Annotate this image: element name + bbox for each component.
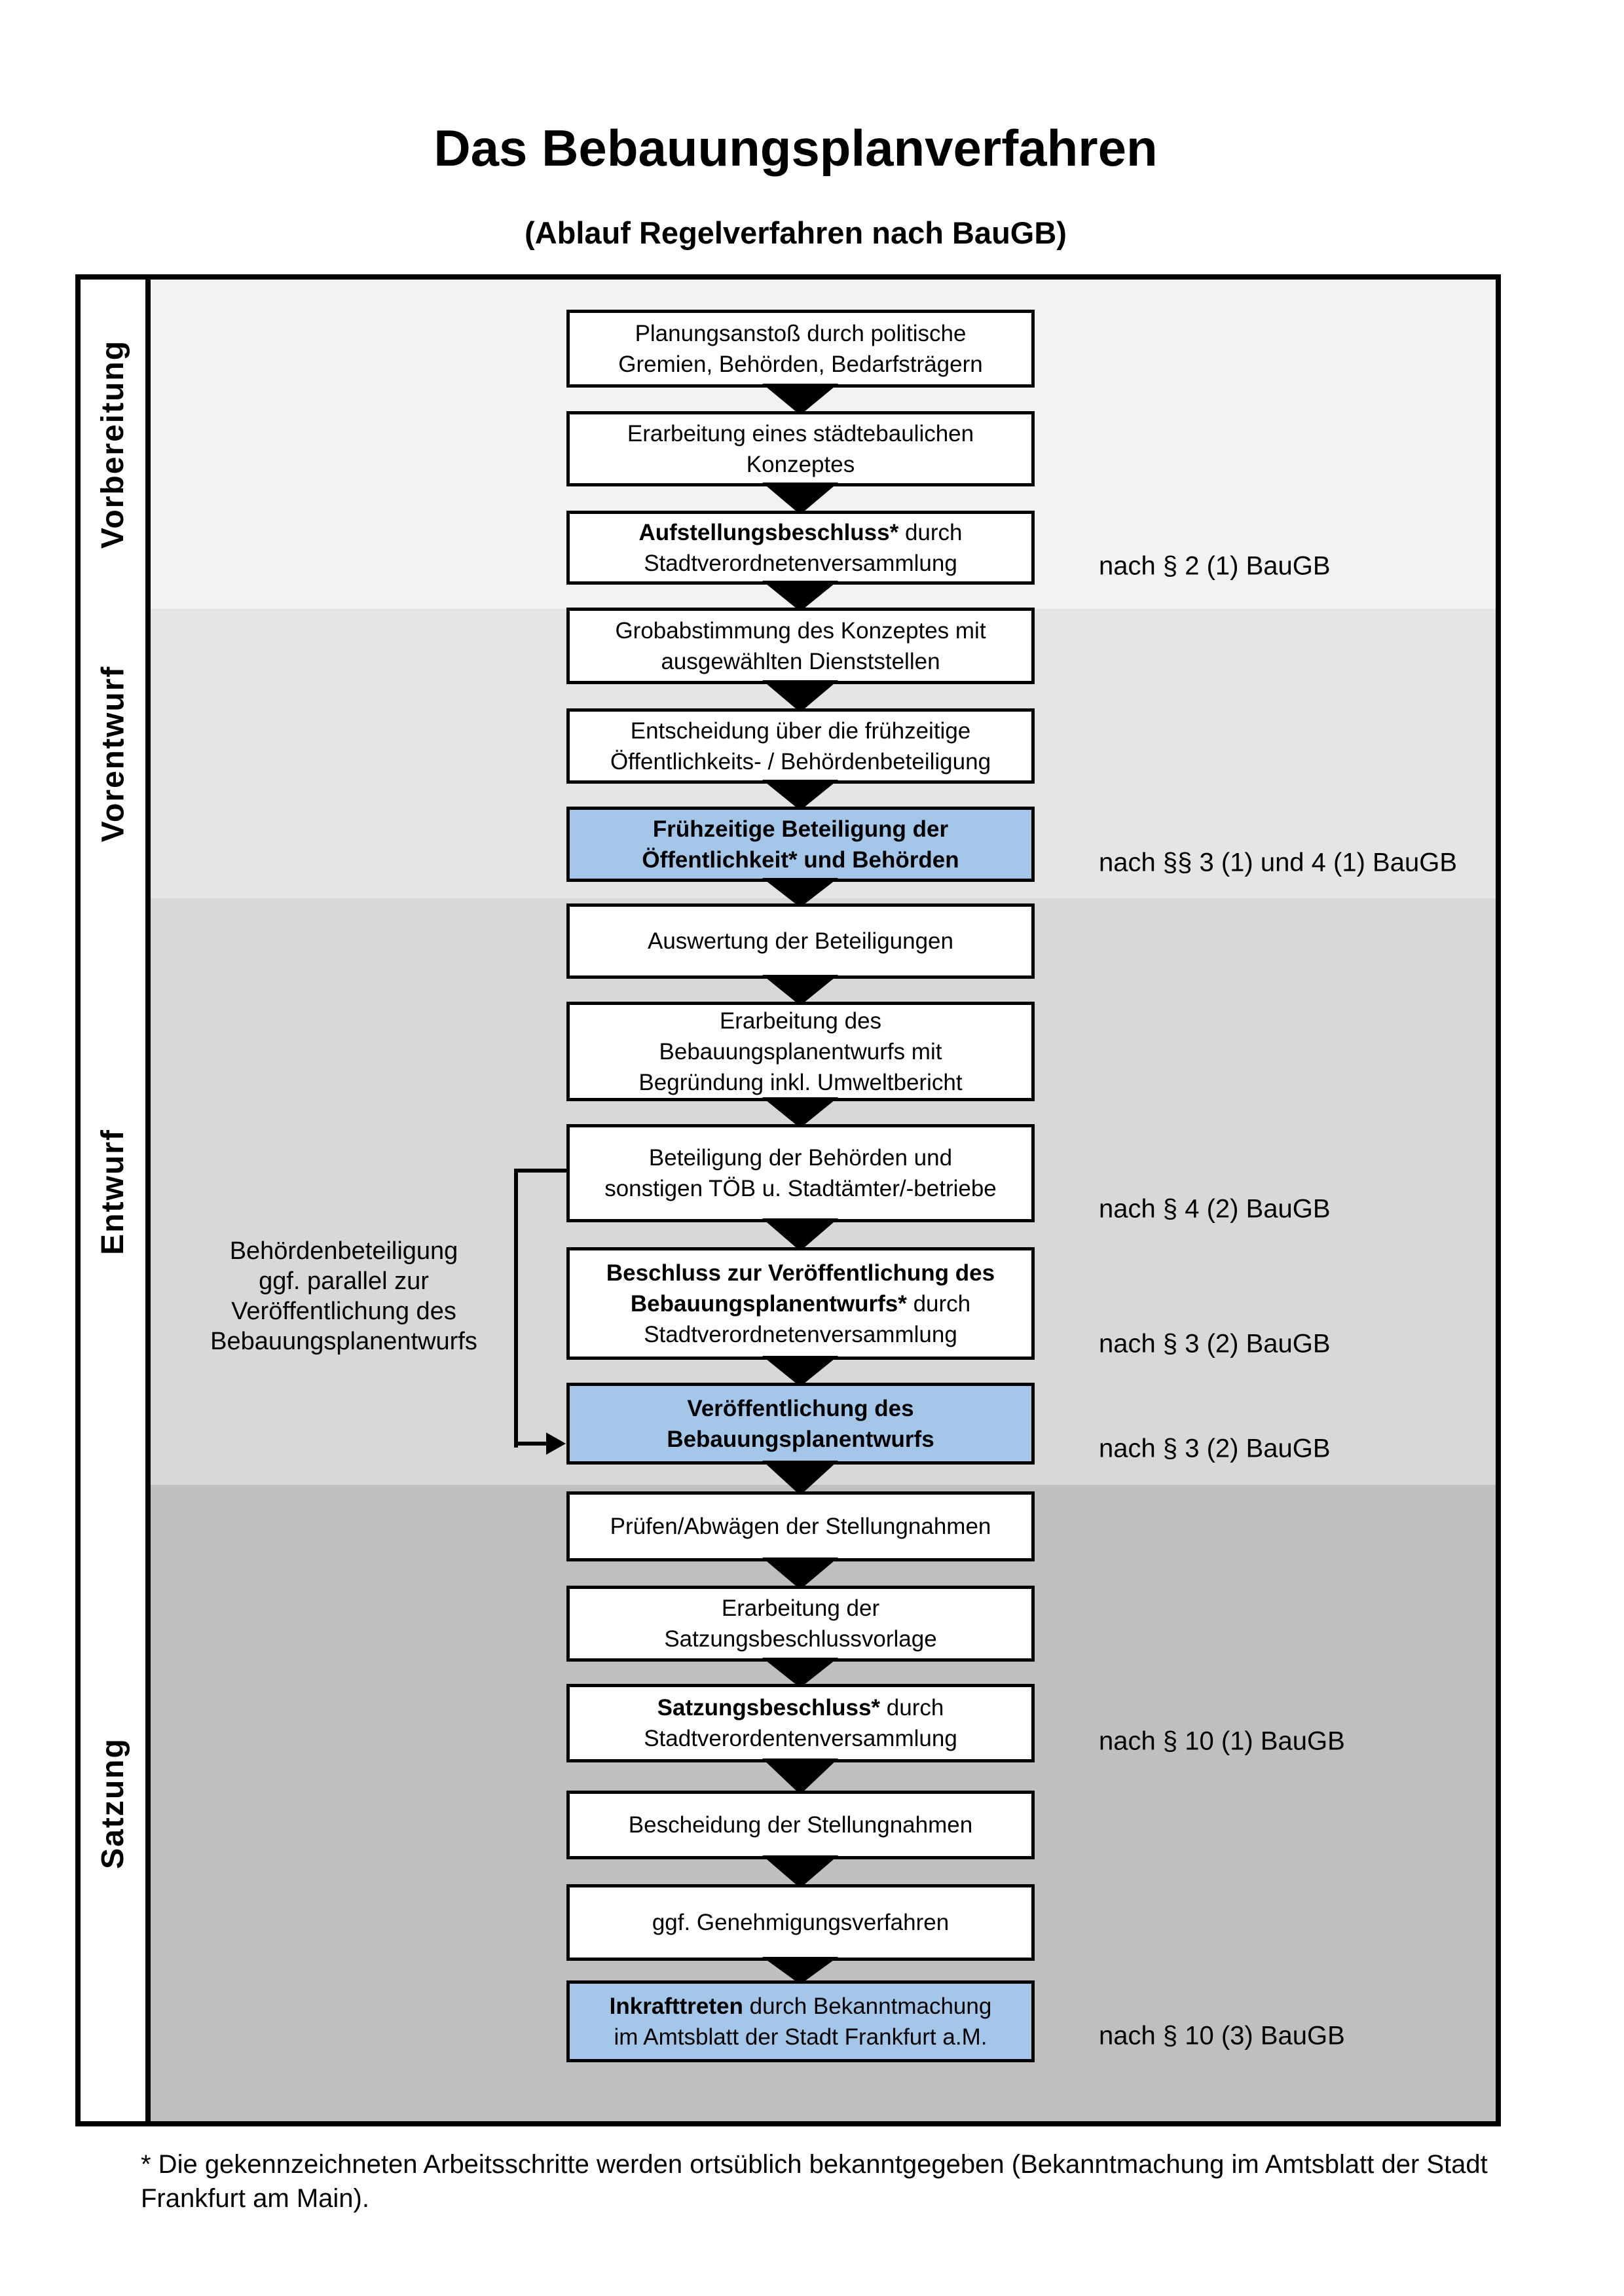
arrow-down-icon <box>762 1855 838 1888</box>
flow-box-text: Stadtverordnetenversammlung <box>644 1321 957 1347</box>
flow-box-text: Satzungsbeschluss* durch <box>657 1695 944 1721</box>
flow-box-text: Erarbeitung der <box>721 1595 880 1621</box>
arrow-down-icon <box>762 680 838 712</box>
arrow-down-icon <box>762 780 838 811</box>
flow-box-text: Öffentlichkeit* und Behörden <box>642 847 959 873</box>
flow-box-text: Bescheidung der Stellungnahmen <box>628 1812 973 1838</box>
arrow-down-icon <box>762 1356 838 1387</box>
page-subtitle: (Ablauf Regelverfahren nach BauGB) <box>525 215 1067 250</box>
flow-box-text: Inkrafttreten durch Bekanntmachung <box>609 1993 992 2019</box>
label-column-divider <box>145 280 151 2121</box>
footnote: * Die gekennzeichneten Arbeitsschritte w… <box>141 2150 1488 2213</box>
flow-box-text: ausgewählten Dienststellen <box>661 648 940 674</box>
flow-box: Auswertung der Beteiligungen <box>566 903 1035 979</box>
flow-box-text: Konzeptes <box>746 451 855 477</box>
flow-box-text: Aufstellungsbeschluss* durch <box>638 519 963 545</box>
flow-box-text: Veröffentlichung des <box>687 1395 914 1421</box>
flow-box-text: sonstigen TÖB u. Stadtämter/-betriebe <box>604 1176 997 1201</box>
bracket-connector-vertical <box>514 1169 518 1448</box>
flow-box-text: Stadtverordnetenversammlung <box>644 550 957 576</box>
flow-box-text: im Amtsblatt der Stadt Frankfurt a.M. <box>614 2024 987 2050</box>
flow-box-text: Bebauungsplanentwurfs <box>667 1426 934 1452</box>
flow-box-text: Stadtverordentenversammlung <box>644 1726 957 1751</box>
flow-box-text: Planungsanstoß durch politische <box>635 320 967 346</box>
arrow-down-icon <box>762 975 838 1006</box>
legal-reference: nach § 3 (2) BauGB <box>1099 1434 1331 1463</box>
arrow-down-icon <box>762 1097 838 1128</box>
arrow-down-icon <box>762 1461 838 1495</box>
flow-box-text: Grobabstimmung des Konzeptes mit <box>615 617 986 644</box>
diagram-frame <box>75 274 1501 2126</box>
flow-box: Beteiligung der Behörden und sonstigen TÖ… <box>566 1124 1035 1222</box>
side-note-line: ggf. parallel zur <box>259 1267 429 1295</box>
arrow-down-icon <box>762 581 838 611</box>
flow-box-text: Öffentlichkeits- / Behördenbeteiligung <box>610 748 991 774</box>
side-note-line: Veröffentlichung des <box>231 1298 456 1325</box>
flow-box-text: Erarbeitung eines städtebaulichen <box>627 420 974 446</box>
arrow-down-icon <box>762 384 838 415</box>
flow-box-text: Bebauungsplanentwurfs* durch <box>630 1290 971 1317</box>
flow-box-text: Bebauungsplanentwurfs mit <box>659 1038 942 1065</box>
arrow-down-icon <box>762 1658 838 1688</box>
legal-reference: nach § 3 (2) BauGB <box>1099 1329 1331 1358</box>
flow-box-text: Prüfen/Abwägen der Stellungnahmen <box>610 1514 991 1539</box>
flow-box-text: Gremien, Behörden, Bedarfsträgern <box>618 351 983 377</box>
bracket-arrow-right-icon <box>546 1432 566 1455</box>
flow-box-text: Auswertung der Beteiligungen <box>648 928 953 954</box>
bracket-connector-top <box>514 1169 566 1173</box>
legal-reference: nach § 4 (2) BauGB <box>1099 1194 1331 1224</box>
side-note-line: Behördenbeteiligung <box>229 1237 458 1265</box>
bracket-connector-bottom <box>514 1442 548 1446</box>
flow-box-text: Beschluss zur Veröffentlichung des <box>606 1260 995 1286</box>
flow-box-text: Begründung inkl. Umweltbericht <box>638 1069 963 1095</box>
flow-box-text: Erarbeitung des <box>719 1008 882 1034</box>
phase-cell-vorbereitung: Vorbereitung <box>81 280 145 614</box>
arrow-down-icon <box>762 1957 838 1984</box>
legal-reference: nach § 10 (3) BauGB <box>1099 2021 1345 2050</box>
arrow-down-icon <box>762 483 838 515</box>
phase-cell-entwurf: Entwurf <box>81 898 145 1490</box>
arrow-down-icon <box>762 878 838 907</box>
flow-box: Inkrafttreten durch Bekanntmachung im Amt… <box>566 1980 1035 2062</box>
arrow-down-icon <box>762 1758 838 1795</box>
flow-box: ggf. Genehmigungsverfahren <box>566 1884 1035 1961</box>
arrow-down-icon <box>762 1218 838 1251</box>
legal-reference: nach § 2 (1) BauGB <box>1099 551 1331 581</box>
flow-box: Prüfen/Abwägen der Stellungnahmen <box>566 1491 1035 1561</box>
flow-box-text: Satzungsbeschlussvorlage <box>664 1626 937 1652</box>
flow-box: Bescheidung der Stellungnahmen <box>566 1791 1035 1859</box>
flow-box-text: Entscheidung über die frühzeitige <box>630 718 971 744</box>
phase-cell-satzung: Satzung <box>81 1485 145 2121</box>
arrow-down-icon <box>762 1558 838 1590</box>
flow-box: Grobabstimmung des Konzeptes mit ausgewäh… <box>566 608 1035 684</box>
side-note-line: Bebauungsplanentwurfs <box>210 1328 477 1355</box>
page-title: Das Bebauungsplanverfahren <box>434 119 1158 177</box>
flow-box-text: Frühzeitige Beteiligung der <box>652 816 949 842</box>
legal-reference: nach § 10 (1) BauGB <box>1099 1726 1345 1756</box>
flow-box-text: Beteiligung der Behörden und <box>648 1145 953 1171</box>
flow-box-text: ggf. Genehmigungsverfahren <box>652 1910 950 1935</box>
legal-reference: nach §§ 3 (1) und 4 (1) BauGB <box>1099 848 1457 877</box>
